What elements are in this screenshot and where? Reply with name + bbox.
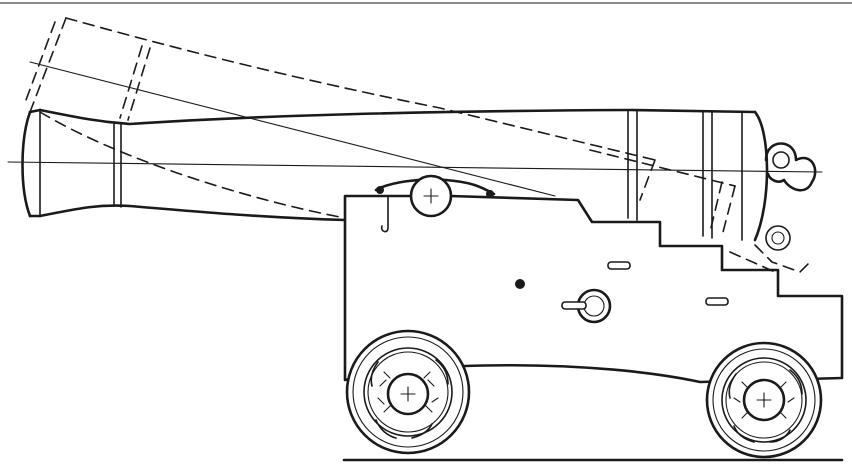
carriage-slot-upper bbox=[607, 261, 631, 270]
front-wheel bbox=[345, 329, 471, 455]
centre-lines bbox=[7, 61, 823, 197]
barrel bbox=[21, 108, 817, 242]
elevated-cascabel bbox=[729, 225, 811, 273]
carriage bbox=[343, 178, 844, 384]
elevated-barrel-outline bbox=[25, 17, 736, 237]
trunnion bbox=[409, 174, 453, 218]
carriage-bolt bbox=[515, 279, 525, 289]
carriage-slot-lower bbox=[705, 297, 729, 306]
rear-wheel bbox=[705, 341, 823, 459]
